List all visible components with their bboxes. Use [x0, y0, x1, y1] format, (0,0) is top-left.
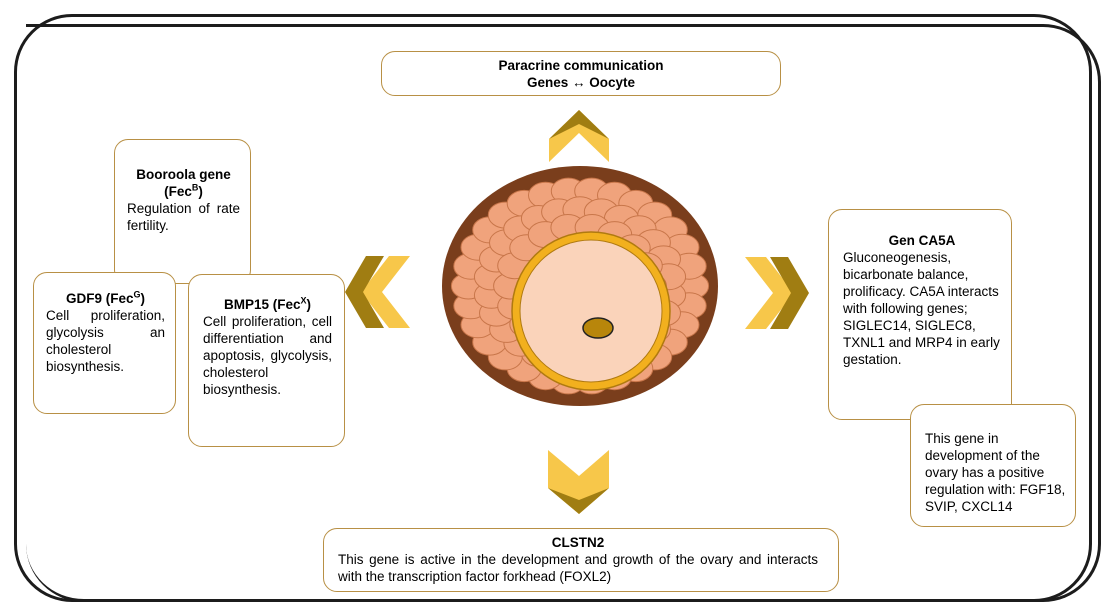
- bmp15-box: BMP15 (FecX) Cell proliferation, cell di…: [188, 274, 345, 447]
- ovary-development-box: This gene in development of the ovary ha…: [910, 404, 1076, 527]
- arrow-right: [745, 257, 809, 329]
- gdf9-box: GDF9 (FecG) Cell proliferation, glycolys…: [33, 272, 176, 414]
- ca5a-text: Gluconeogenesis, bicarbonate balance, pr…: [843, 250, 1000, 367]
- bmp15-text: Cell proliferation, cell differentiation…: [203, 314, 332, 397]
- ovary-development-text: This gene in development of the ovary ha…: [925, 431, 1066, 514]
- booroola-fec-sup: B: [191, 182, 199, 193]
- booroola-gene-box: Booroola gene (FecB) Regulation of rate …: [114, 139, 251, 284]
- bmp15-title-sup: X: [300, 295, 307, 306]
- booroola-text: Regulation of rate fertility.: [127, 201, 240, 233]
- oocyte-nucleus: [582, 317, 614, 339]
- gdf9-title: GDF9 (FecG): [46, 290, 165, 307]
- paracrine-title: Paracrine communication: [498, 58, 664, 73]
- booroola-fec-prefix: (Fec: [164, 184, 192, 199]
- booroola-fec-suffix: ): [198, 184, 203, 199]
- inner-rounded-frame: [26, 24, 1101, 602]
- ca5a-gene-box: Gen CA5A Gluconeogenesis, bicarbonate ba…: [828, 209, 1012, 420]
- clstn2-box: CLSTN2 This gene is active in the develo…: [323, 528, 839, 592]
- gdf9-text: Cell proliferation, glycolysis an choles…: [46, 308, 165, 374]
- bmp15-title-text: BMP15 (Fec: [223, 297, 301, 312]
- bmp15-title-suffix: ): [306, 297, 312, 312]
- ca5a-title: Gen CA5A: [888, 233, 956, 248]
- arrow-down: [548, 450, 609, 514]
- booroola-fec: (FecB): [127, 183, 240, 200]
- gdf9-title-sup: G: [133, 289, 141, 300]
- bmp15-title: BMP15 (FecX): [203, 296, 332, 313]
- oocyte: [519, 239, 663, 383]
- arrow-left: [345, 256, 410, 328]
- follicle: [442, 166, 718, 406]
- booroola-title: Booroola gene: [136, 167, 231, 182]
- clstn2-text: This gene is active in the development a…: [338, 552, 818, 584]
- paracrine-subtitle: Genes ↔ Oocyte: [526, 75, 636, 90]
- clstn2-title: CLSTN2: [551, 535, 605, 550]
- paracrine-communication-box: Paracrine communication Genes ↔ Oocyte: [381, 51, 781, 96]
- gdf9-title-suffix: ): [140, 291, 146, 306]
- gdf9-title-text: GDF9 (Fec: [65, 291, 134, 306]
- arrow-up: [549, 110, 609, 162]
